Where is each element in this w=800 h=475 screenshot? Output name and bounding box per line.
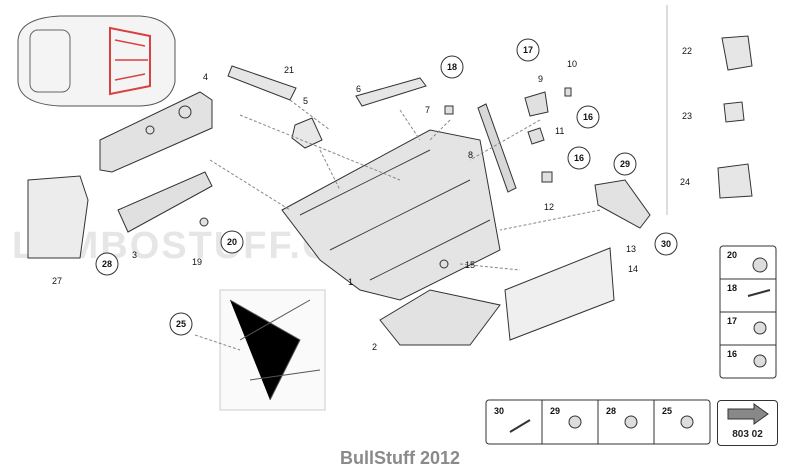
part-3 — [117, 171, 213, 233]
label-14: 14 — [628, 264, 638, 274]
part-6 — [355, 77, 427, 107]
legend-right-17: 17 — [727, 316, 737, 326]
legend-bottom-29: 29 — [550, 406, 560, 416]
arrow-icon — [727, 403, 769, 425]
label-7: 7 — [425, 105, 430, 115]
page-code-box: 803 02 — [717, 400, 778, 446]
footer-text: BullStuff 2012 — [339, 448, 461, 468]
part-15 — [439, 259, 449, 269]
circled-30: 30 — [661, 239, 671, 249]
legend-bottom-25: 25 — [662, 406, 672, 416]
legend-bottom-28: 28 — [606, 406, 616, 416]
part-27 — [27, 175, 89, 259]
label-8: 8 — [468, 150, 473, 160]
part-7 — [444, 105, 454, 115]
label-4: 4 — [203, 72, 208, 82]
part-22 — [721, 35, 753, 71]
circled-20: 20 — [227, 237, 237, 247]
label-24: 24 — [680, 177, 690, 187]
label-2: 2 — [372, 342, 377, 352]
legend-right-20: 20 — [727, 250, 737, 260]
part-12 — [541, 171, 553, 183]
legend-right: 20 18 17 16 — [719, 245, 777, 379]
label-9: 9 — [538, 74, 543, 84]
part-9 — [524, 91, 549, 117]
part-8 — [477, 103, 517, 193]
label-27: 27 — [52, 276, 62, 286]
part-5 — [291, 117, 323, 149]
label-22: 22 — [682, 46, 692, 56]
car-thumbnail — [17, 15, 176, 107]
page-code: 803 02 — [732, 429, 763, 440]
circled-18: 18 — [447, 62, 457, 72]
label-13: 13 — [626, 244, 636, 254]
circled-25: 25 — [176, 319, 186, 329]
part-4 — [99, 91, 213, 173]
part-19 — [199, 217, 209, 227]
label-10: 10 — [567, 59, 577, 69]
part-11 — [527, 127, 545, 145]
legend-bottom-30: 30 — [494, 406, 504, 416]
legend-right-16: 16 — [727, 349, 737, 359]
part-10 — [564, 87, 572, 97]
legend-bottom: 30 29 28 25 — [485, 399, 711, 445]
label-19: 19 — [192, 257, 202, 267]
circled-29: 29 — [620, 159, 630, 169]
label-12: 12 — [544, 202, 554, 212]
label-3: 3 — [132, 250, 137, 260]
label-21: 21 — [284, 65, 294, 75]
label-11: 11 — [555, 126, 564, 136]
label-5: 5 — [303, 96, 308, 106]
label-23: 23 — [682, 111, 692, 121]
part-14 — [504, 247, 615, 341]
legend-right-18: 18 — [727, 283, 737, 293]
circled-16b: 16 — [574, 153, 584, 163]
detail-inset — [219, 289, 326, 411]
circled-callouts — [95, 38, 678, 336]
circled-16a: 16 — [583, 112, 593, 122]
callout-labels: 1 2 3 4 5 6 7 8 9 10 11 12 13 14 15 19 2… — [52, 46, 692, 352]
label-6: 6 — [356, 84, 361, 94]
label-15: 15 — [465, 260, 475, 270]
part-13 — [594, 179, 651, 229]
circled-labels: 18 17 16 16 29 30 20 28 25 — [102, 45, 671, 329]
part-2 — [379, 289, 501, 346]
circled-17: 17 — [523, 45, 533, 55]
part-24 — [717, 163, 753, 199]
part-23 — [723, 101, 745, 123]
leader-lines — [194, 99, 601, 351]
label-1: 1 — [348, 277, 353, 287]
circled-28: 28 — [102, 259, 112, 269]
